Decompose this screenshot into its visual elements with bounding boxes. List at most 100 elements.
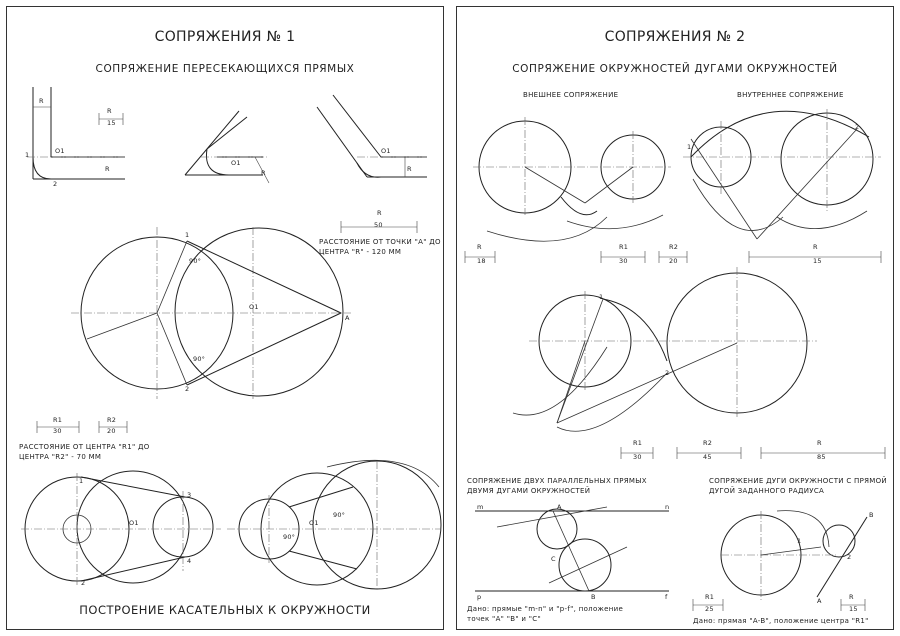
label-90-br2: 90° [333, 511, 346, 519]
label-2-bl: 2 [81, 579, 86, 587]
label-a-par: A [557, 503, 562, 511]
internal-fillet-figure [683, 109, 881, 240]
external-tangents-figure [21, 470, 221, 587]
arc-fillet-title-line1: СОПРЯЖЕНИЕ ДУГИ ОКРУЖНОСТИ С ПРЯМОЙ [709, 477, 887, 485]
label-90-top: 90° [189, 257, 202, 265]
label-p: p [477, 593, 482, 601]
sheet-2-title: СОПРЯЖЕНИЯ № 2 [604, 29, 746, 45]
label-r2-mix: R2 [703, 439, 713, 447]
label-r-dim: R [107, 107, 112, 115]
label-r-right: R [105, 165, 110, 173]
given-parallel-line1: Дано: прямые "m-n" и "p-f", положение [467, 605, 624, 613]
label-r1-s2: R1 [619, 243, 629, 251]
acute-angle-fillet-figure [184, 110, 270, 184]
sheet-2-drawing [464, 109, 886, 611]
label-r-arc: R [849, 593, 854, 601]
label-r: R [39, 97, 44, 105]
label-50: 50 [374, 221, 383, 229]
external-fillet-title: ВНЕШНЕЕ СОПРЯЖЕНИЕ [523, 91, 619, 99]
label-90-br: 90° [283, 533, 296, 541]
label-m: m [477, 503, 484, 511]
given-parallel: Дано: прямые "m-n" и "p-f", положение то… [467, 605, 623, 624]
sheet-1: СОПРЯЖЕНИЯ № 1 СОПРЯЖЕНИЕ ПЕРЕСЕКАЮЩИХСЯ… [6, 6, 444, 630]
label-15-arc: 15 [849, 605, 858, 613]
label-o1: O1 [55, 147, 65, 155]
note-point-a-line1: РАССТОЯНИЕ ОТ ТОЧКИ "А" ДО [319, 238, 441, 246]
note-center-r1: РАССТОЯНИЕ ОТ ЦЕНТРА "R1" ДО ЦЕНТРА "R2"… [19, 443, 150, 462]
label-1-int: 1 [687, 143, 692, 151]
label-r-s2: R [477, 243, 482, 251]
sheet-1-drawing [21, 87, 442, 590]
external-fillet-figure [473, 117, 671, 242]
internal-fillet-title: ВНУТРЕННЕЕ СОПРЯЖЕНИЕ [737, 91, 844, 99]
label-2-int: 2 [855, 123, 860, 131]
arc-fillet-title: СОПРЯЖЕНИЕ ДУГИ ОКРУЖНОСТИ С ПРЯМОЙ ДУГО… [709, 477, 887, 496]
sheet-2: СОПРЯЖЕНИЯ № 2 СОПРЯЖЕНИЕ ОКРУЖНОСТЕЙ ДУ… [456, 6, 894, 630]
label-20: 20 [107, 427, 116, 435]
label-18: 18 [477, 257, 486, 265]
label-45: 45 [703, 453, 712, 461]
label-o1-bl: O1 [129, 519, 139, 527]
label-1: 1 [25, 151, 30, 159]
label-3-bl: 3 [187, 491, 192, 499]
label-1-mix: 1 [599, 293, 604, 301]
label-a-arc: A [817, 597, 822, 605]
tangent-from-point-figure [71, 227, 351, 399]
given-parallel-line2: точек "A" "B" и "C" [467, 614, 541, 623]
label-1-arc: 1 [797, 537, 802, 545]
label-30-s2: 30 [619, 257, 628, 265]
label-90-bottom: 90° [193, 355, 206, 363]
sheet-1-bottom-title: ПОСТРОЕНИЕ КАСАТЕЛЬНЫХ К ОКРУЖНОСТИ [79, 603, 371, 617]
label-1-bl: 1 [79, 477, 84, 485]
sheet-1-title: СОПРЯЖЕНИЯ № 1 [154, 29, 296, 45]
label-15: 15 [107, 119, 116, 127]
parallel-fillet-title-line2: ДВУМЯ ДУГАМИ ОКРУЖНОСТЕЙ [467, 486, 591, 495]
label-b-arc: B [869, 511, 874, 519]
label-o1-mid: O1 [249, 303, 259, 311]
label-30-mix: 30 [633, 453, 642, 461]
label-2-arc: 2 [847, 553, 852, 561]
label-r-2: R [261, 169, 266, 177]
label-o1-2: O1 [231, 159, 241, 167]
label-r2-s2: R2 [669, 243, 679, 251]
given-arc: Дано: прямая "A-B", положение центра "R1… [693, 617, 869, 625]
parallel-fillet-title: СОПРЯЖЕНИЕ ДВУХ ПАРАЛЛЕЛЬНЫХ ПРЯМЫХ ДВУМ… [467, 477, 647, 496]
label-o1-br: O1 [309, 519, 319, 527]
sheet-1-subtitle: СОПРЯЖЕНИЕ ПЕРЕСЕКАЮЩИХСЯ ПРЯМЫХ [95, 63, 355, 75]
label-a: A [345, 314, 350, 322]
label-25: 25 [705, 605, 714, 613]
label-r-3: R [407, 165, 412, 173]
label-2-mid: 2 [185, 385, 190, 393]
arc-fillet-title-line2: ДУГОЙ ЗАДАННОГО РАДИУСА [709, 486, 825, 495]
note-point-a: РАССТОЯНИЕ ОТ ТОЧКИ "А" ДО ЦЕНТРА "R" - … [319, 238, 441, 257]
label-f: f [665, 593, 668, 601]
label-b-par: B [591, 593, 596, 601]
arc-line-fillet-figure [720, 510, 868, 601]
label-85: 85 [817, 453, 826, 461]
label-r1-mix: R1 [633, 439, 643, 447]
right-angle-fillet-figure [27, 87, 125, 180]
parallel-lines-fillet-figure [475, 506, 669, 592]
label-r2: R2 [107, 416, 117, 424]
label-2: 2 [53, 180, 58, 188]
label-2-mix: 2 [665, 369, 670, 377]
mixed-fillet-figure [512, 267, 817, 432]
sheet-2-subtitle: СОПРЯЖЕНИЕ ОКРУЖНОСТЕЙ ДУГАМИ ОКРУЖНОСТЕ… [512, 63, 838, 75]
label-r-int: R [813, 243, 818, 251]
label-r-50: R [377, 209, 382, 217]
label-o1-3: O1 [381, 147, 391, 155]
note-center-r1-line2: ЦЕНТРА "R2" - 70 ММ [19, 452, 102, 461]
label-c-par: C [551, 555, 556, 563]
obtuse-angle-fillet-figure [316, 94, 427, 178]
label-20-s2: 20 [669, 257, 678, 265]
label-n: n [665, 503, 670, 511]
label-r1: R1 [53, 416, 63, 424]
note-point-a-line2: ЦЕНТРА "R" - 120 ММ [319, 247, 402, 256]
note-center-r1-line1: РАССТОЯНИЕ ОТ ЦЕНТРА "R1" ДО [19, 443, 150, 451]
label-r-mix: R [817, 439, 822, 447]
label-30: 30 [53, 427, 62, 435]
label-15-s2: 15 [813, 257, 822, 265]
label-1-mid: 1 [185, 231, 190, 239]
internal-tangents-figure [227, 459, 442, 590]
label-r1-arc: R1 [705, 593, 715, 601]
